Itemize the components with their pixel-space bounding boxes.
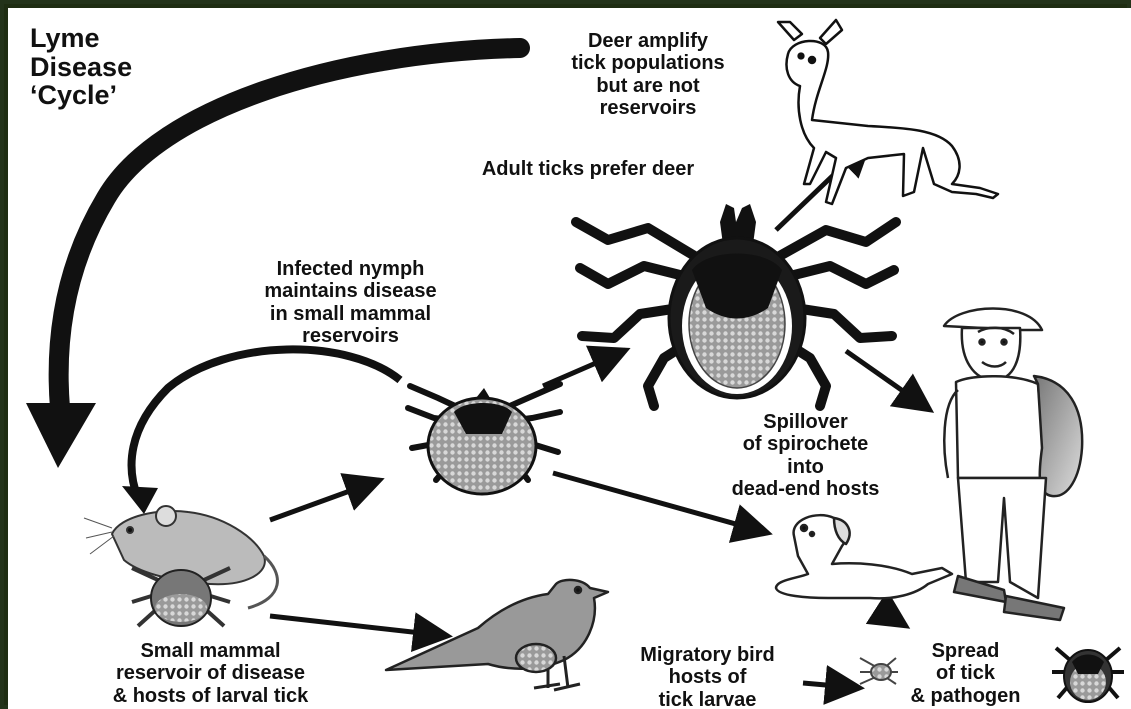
nymph-label: Infected nymph maintains disease in smal…: [208, 258, 493, 348]
diagram-canvas: Lyme Disease ‘Cycle’ Deer amplify tick p…: [8, 8, 1131, 709]
arrow-mouse-to-nymph: [270, 480, 380, 520]
larval-tick-icon: [132, 568, 230, 626]
arrow-adult-to-human: [846, 351, 930, 410]
spread-label: Spread of tick & pathogen: [878, 640, 1053, 707]
human-icon: [944, 309, 1082, 621]
arrow-nymph-to-adult: [543, 350, 626, 386]
cycle-arrowhead: [26, 403, 96, 468]
diagram-title: Lyme Disease ‘Cycle’: [30, 24, 132, 110]
nymph-tick-icon: [408, 384, 560, 494]
dog-icon: [776, 515, 952, 598]
deer-icon: [778, 20, 998, 204]
migratory-bird-label: Migratory bird hosts of tick larvae: [600, 644, 815, 709]
spillover-label: Spillover of spirochete into dead-end ho…: [673, 411, 938, 501]
arrow-mouse-to-bird: [270, 616, 448, 636]
arrow-dog-to-spread: [878, 608, 906, 626]
small-mammal-label: Small mammal reservoir of disease & host…: [48, 640, 373, 707]
spread-adult-tick-icon: [1052, 648, 1124, 702]
nymph-to-mouse-arrow: [132, 349, 400, 498]
nymph-to-mouse-arrowhead: [122, 486, 158, 514]
adult-ticks-label: Adult ticks prefer deer: [408, 158, 768, 180]
deer-label: Deer amplify tick populations but are no…: [513, 30, 783, 120]
adult-tick-icon: [576, 204, 896, 406]
